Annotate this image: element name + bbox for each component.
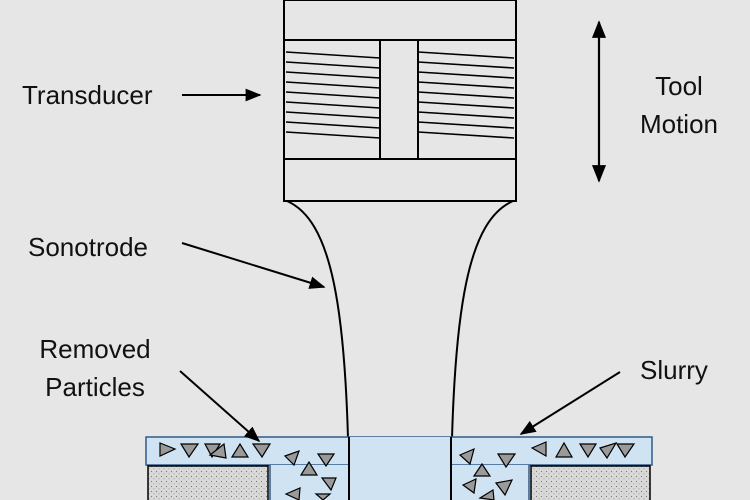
removed-particles-leader-arrow — [179, 370, 261, 443]
tool-tip — [349, 437, 451, 500]
slurry-label: Slurry — [640, 355, 708, 385]
transducer-body — [283, 0, 517, 202]
removed-particles-label: Removed Particles — [26, 330, 164, 406]
transducer-core — [379, 39, 419, 160]
slurry-leader-arrow — [519, 371, 621, 435]
tool-motion-label-line2: Motion — [639, 109, 719, 139]
tool-motion-label: Tool Motion — [622, 67, 736, 143]
transducer-coil-left — [285, 51, 381, 139]
tool-motion-label-line1: Tool — [655, 71, 703, 101]
removed-particles-label-line2: Particles — [45, 372, 145, 402]
sonotrode — [286, 200, 514, 500]
transducer-coil-right — [417, 51, 515, 139]
transducer-label: Transducer — [22, 80, 153, 110]
removed-particles-label-line1: Removed — [39, 334, 151, 364]
workpiece — [147, 465, 651, 500]
sonotrode-leader-arrow — [181, 242, 326, 289]
sonotrode-label: Sonotrode — [28, 232, 148, 262]
abrasive-particles — [159, 441, 636, 500]
